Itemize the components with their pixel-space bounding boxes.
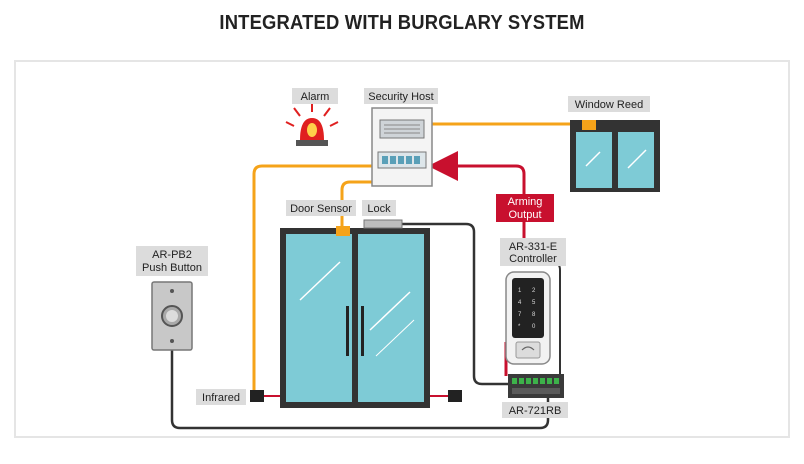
door-sensor-device: [336, 226, 350, 236]
alarm-light-icon: [285, 102, 339, 146]
svg-text:2: 2: [532, 288, 536, 294]
svg-text:4: 4: [518, 300, 522, 306]
security-host-panel: [371, 107, 433, 187]
relay-board-label: AR-721RB: [509, 405, 562, 417]
window-reed-label-bg: [568, 96, 650, 112]
wire-host-door-sensor: [340, 180, 382, 228]
svg-text:7: 7: [518, 312, 522, 318]
alarm-label: Alarm: [301, 91, 330, 103]
glass-door: [280, 228, 430, 408]
wire-pushbutton-relay: [170, 350, 550, 430]
infrared-label: Infrared: [202, 392, 240, 404]
lock-label-bg: [362, 200, 396, 216]
controller-model-label: AR-331-E: [509, 241, 557, 253]
infrared-emitter: [250, 390, 264, 402]
security-host-label: Security Host: [368, 91, 433, 103]
wire-host-infrared: [252, 164, 374, 394]
door-sensor-label-bg: [286, 200, 356, 216]
svg-text:5: 5: [532, 300, 536, 306]
relay-board-icon: [508, 374, 564, 398]
security-host-label-bg: [364, 88, 438, 104]
svg-text:8: 8: [532, 312, 536, 318]
wire-arming-output: [428, 151, 526, 196]
push-button-icon: [151, 281, 193, 351]
window-reed-sensor: [582, 120, 596, 130]
svg-text:*: *: [518, 324, 521, 330]
window-icon: [570, 120, 660, 192]
infrared-label-bg: [196, 389, 246, 405]
lock-label: Lock: [367, 203, 391, 215]
push-button-label-bg: [136, 246, 208, 276]
alarm-label-bg: [292, 88, 338, 104]
push-button-name-label: Push Button: [142, 262, 202, 274]
relay-board-label-bg: [502, 402, 568, 418]
arming-output-box: [496, 194, 554, 222]
magnetic-lock-device: [363, 219, 403, 229]
controller-label-bg: [500, 238, 566, 266]
wire-lock-relay: [400, 222, 512, 386]
svg-text:0: 0: [532, 324, 536, 330]
arming-output-label-line1: Arming: [508, 196, 543, 208]
push-button-model-label: AR-PB2: [152, 249, 192, 261]
door-sensor-label: Door Sensor: [290, 203, 352, 215]
controller-keypad-icon: 1 2 4 5 7 8 * 0: [505, 271, 551, 365]
page-title: INTEGRATED WITH BURGLARY SYSTEM: [219, 12, 585, 34]
controller-name-label: Controller: [509, 253, 557, 265]
arming-output-label-line2: Output: [508, 209, 541, 221]
infrared-receiver: [448, 390, 462, 402]
window-reed-label: Window Reed: [575, 99, 643, 111]
svg-text:1: 1: [518, 288, 522, 294]
